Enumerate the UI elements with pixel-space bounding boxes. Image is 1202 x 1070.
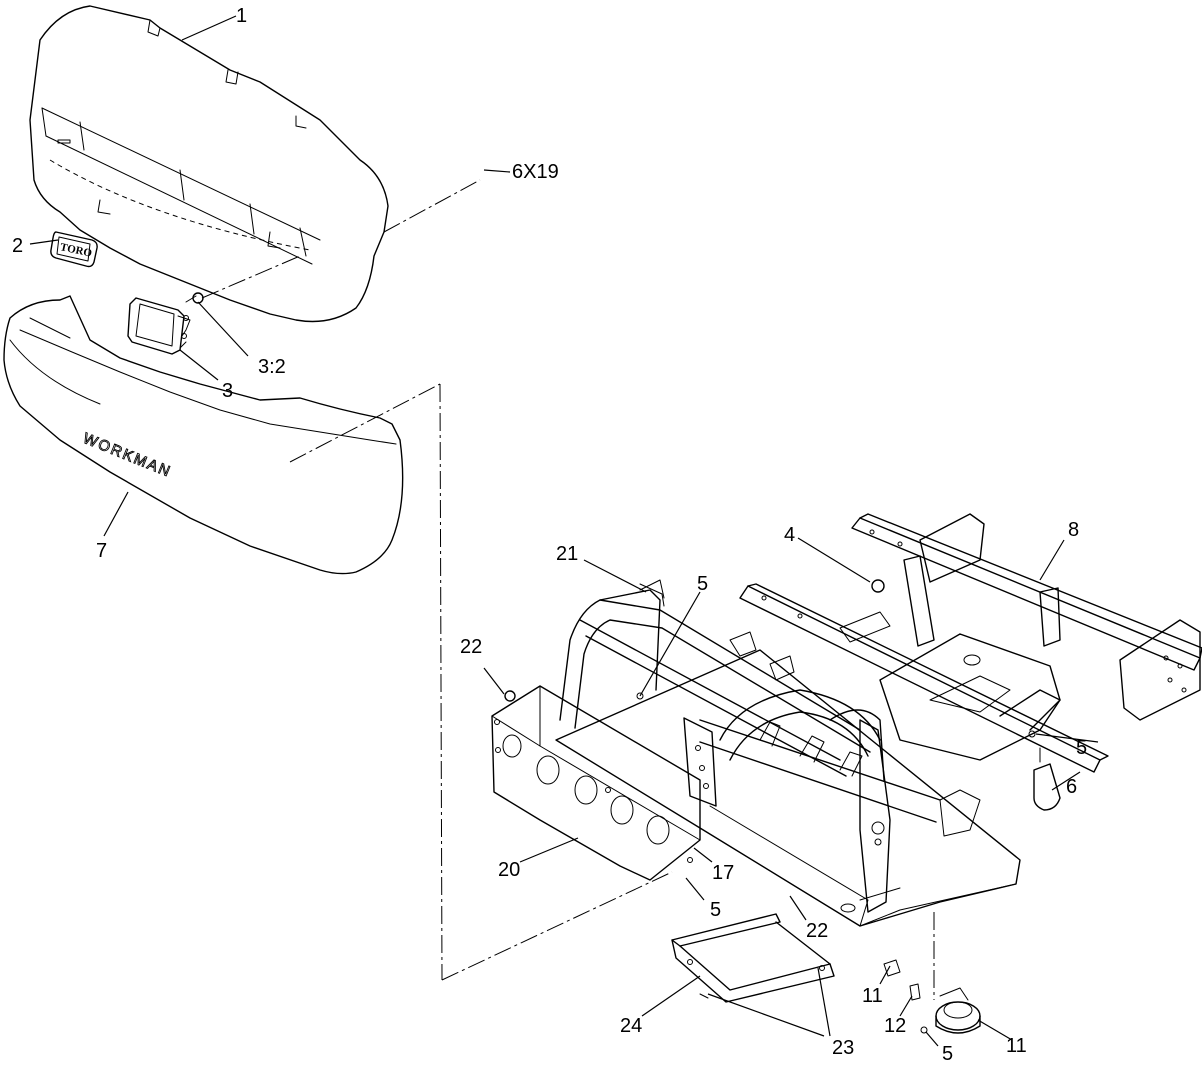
callout-12: 12 — [884, 1015, 906, 1037]
callout-5-top: 5 — [697, 573, 708, 595]
leader-lines — [29, 15, 1099, 1047]
callout-5-right: 5 — [1076, 737, 1087, 759]
callout-1: 1 — [236, 5, 247, 27]
callout-5-lower: 5 — [710, 899, 721, 921]
hood-panel — [29, 5, 389, 323]
callout-23: 23 — [832, 1037, 854, 1059]
callout-2: 2 — [12, 235, 23, 257]
callout-21: 21 — [556, 543, 578, 565]
assembly-lines — [201, 179, 935, 1000]
bumper-brand-text: WORKMAN — [81, 430, 175, 481]
callout-17: 17 — [712, 862, 734, 884]
toro-logo-decal: TORO — [50, 231, 98, 268]
callout-3-2: 3:2 — [258, 356, 286, 378]
callout-22-lower: 22 — [806, 920, 828, 942]
callout-22-left: 22 — [460, 636, 482, 658]
callout-6x19: 6X19 — [512, 161, 559, 183]
callout-7: 7 — [96, 540, 107, 562]
callout-11-left: 11 — [862, 985, 883, 1007]
callout-6: 6 — [1066, 776, 1077, 798]
callouts: 1 2 3 3:2 6X19 7 4 8 21 5 22 5 6 20 17 5… — [12, 5, 1087, 1065]
callout-24: 24 — [620, 1015, 642, 1037]
callout-11-right: 11 — [1006, 1035, 1027, 1057]
horn — [883, 959, 981, 1034]
callout-8: 8 — [1068, 519, 1079, 541]
frame-assembly — [491, 513, 1202, 927]
callout-3: 3 — [222, 380, 233, 402]
lower-shield — [671, 913, 835, 1003]
headlight — [127, 292, 204, 355]
callout-20: 20 — [498, 859, 520, 881]
callout-5-bottom: 5 — [942, 1043, 953, 1065]
callout-4: 4 — [784, 524, 795, 546]
